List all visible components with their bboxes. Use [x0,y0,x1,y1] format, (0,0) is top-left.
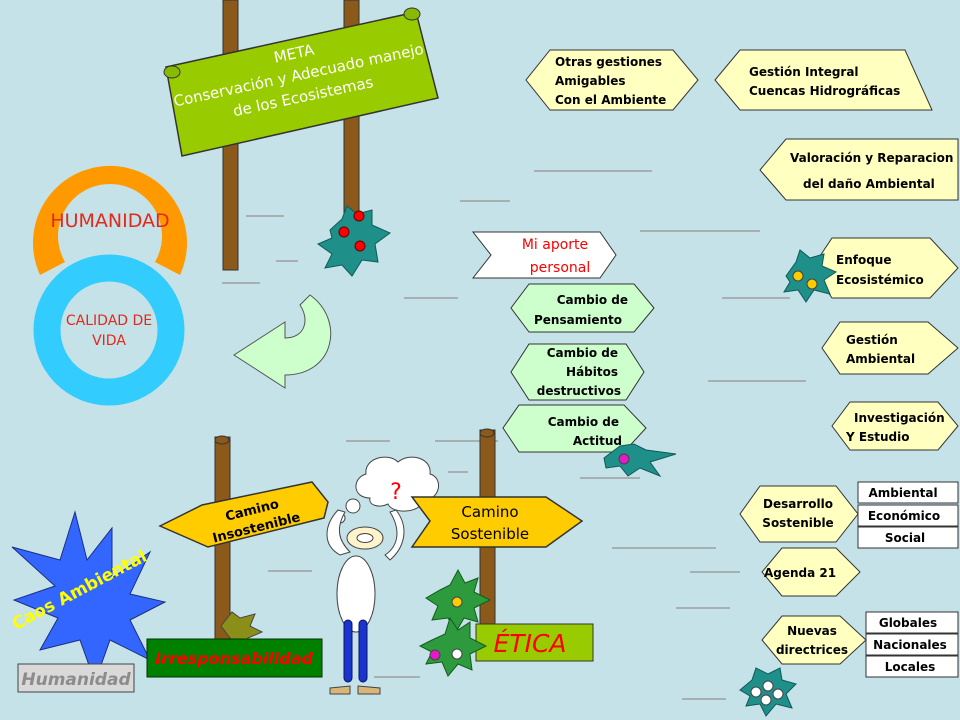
pensamiento-line-2: Pensamiento [534,313,622,327]
directive-scopes: Globales Nacionales Locales [865,611,959,678]
irresponsabilidad-label: Irresponsabilidad [155,649,313,668]
habitos-line-2: Hábitos [566,365,618,379]
gestion-ambiental-line-1: Gestión [846,333,898,347]
habitos-line-1: Cambio de [547,346,618,360]
scope-nacionales: Nacionales [873,638,947,652]
humanidad-ring [32,165,187,275]
insostenible-pole-cap [214,435,230,445]
etica-label: ÉTICA [494,629,567,658]
arrow-valoracion: Valoración y Reparacion del daño Ambient… [759,138,959,201]
otras-line-3: Con el Ambiente [555,93,666,107]
sostenible-sign: Camino Sostenible [410,496,584,548]
agenda-21-label: Agenda 21 [764,566,836,580]
arrow-agenda-21: Agenda 21 [761,547,861,597]
valoracion-line-1: Valoración y Reparacion [790,151,953,165]
humanidad-box-label: Humanidad [21,670,131,690]
dim-social: Social [885,531,925,545]
personal-arrow-pensamiento: Cambio de Pensamiento [510,283,655,333]
teal-star-yellow-dots [783,249,838,303]
calidad-label-line-2: VIDA [92,333,126,349]
calidad-label-line-1: CALIDAD DE [66,313,152,329]
decorative-lines [222,170,806,700]
personal-arrow-mi-aporte: Mi aporte personal [471,231,617,279]
scope-locales: Locales [885,660,936,674]
goal-banner: META Conservación y Adecuado manejo de l… [163,7,439,157]
teal-star-magenta-dot [603,443,677,478]
gestion-ambiental-line-2: Ambiental [846,352,915,366]
green-plant-stars [418,568,492,677]
arrow-gestion-ambiental: Gestión Ambiental [821,321,959,375]
dim-ambiental: Ambiental [868,486,937,500]
irresponsabilidad-box [146,638,323,678]
teal-star-white-dots [739,667,797,717]
sostenible-pole-cap [479,428,495,438]
desarrollo-line-2: Sostenible [762,516,833,530]
pensamiento-line-1: Cambio de [557,293,628,307]
otras-line-2: Amigables [555,74,626,88]
actitud-line-1: Cambio de [548,415,619,429]
investigacion-line-2: Y Estudio [845,430,909,444]
mi-aporte-line-2: personal [530,260,590,276]
dim-economico: Económico [868,509,940,523]
investigacion-line-1: Investigación [854,411,945,425]
caos-burst: Caos Ambiental [9,510,167,684]
arrow-enfoque: Enfoque Ecosistémico [811,237,959,299]
humanidad-box [17,663,135,693]
sostenible-line-1: Camino [461,503,518,521]
arrow-otras-gestiones: Otras gestiones Amigables Con el Ambient… [525,49,699,111]
teal-star-red-dots [316,205,391,277]
development-dimensions: Ambiental Económico Social [857,481,959,549]
gestion-integral-line-1: Gestión Integral [749,65,859,79]
scope-globales: Globales [879,616,937,630]
humanidad-label: HUMANIDAD [50,210,169,232]
desarrollo-line-1: Desarrollo [763,497,833,511]
directrices-line-2: directrices [776,643,848,657]
thinking-person: ? [326,456,439,695]
mi-aporte-line-1: Mi aporte [522,237,588,253]
calidad-de-vida-ring [33,254,185,406]
habitos-line-3: destructivos [537,384,621,398]
enfoque-line-2: Ecosistémico [836,273,924,287]
cycle-arrow [233,294,332,389]
gestion-integral-line-2: Cuencas Hidrográficas [749,84,900,98]
arrow-desarrollo-sostenible: Desarrollo Sostenible [739,485,859,543]
arrow-gestion-integral: Gestión Integral Cuencas Hidrográficas [714,49,933,111]
otras-line-1: Otras gestiones [555,55,662,69]
valoracion-line-2: del daño Ambiental [803,177,935,191]
actitud-line-2: Actitud [573,434,622,448]
personal-arrow-habitos: Cambio de Hábitos destructivos [510,343,645,401]
question-mark: ? [390,480,402,505]
etica-box [475,623,594,662]
insostenible-sign: Camino Insostenible [158,481,329,548]
arrow-nuevas-directrices: Nuevas directrices [761,615,867,665]
arrow-investigacion: Investigación Y Estudio [831,401,959,451]
directrices-line-1: Nuevas [787,624,837,638]
enfoque-line-1: Enfoque [836,253,891,267]
sostenible-line-2: Sostenible [451,525,529,543]
